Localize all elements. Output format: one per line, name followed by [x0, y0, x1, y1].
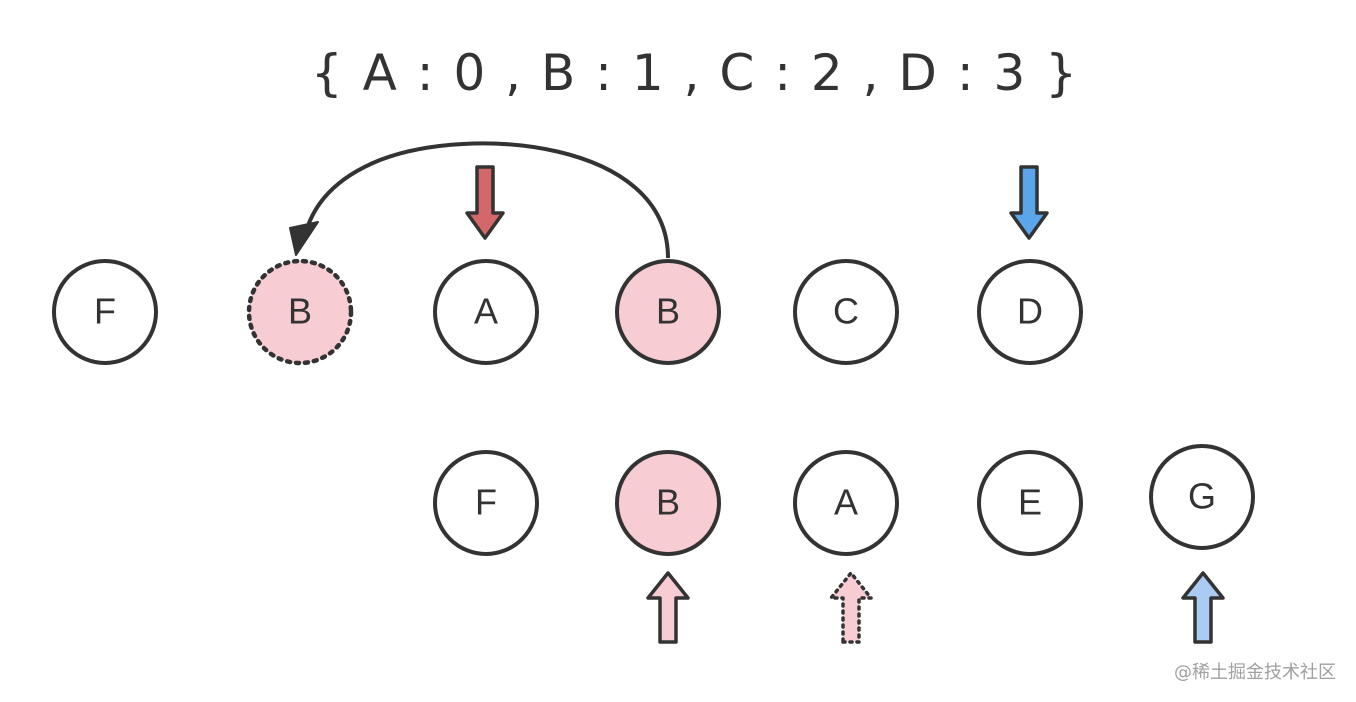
- new-node-a: A: [793, 450, 899, 556]
- old-node-f: F: [52, 259, 158, 365]
- old-node-label: F: [94, 291, 116, 332]
- move-curve-arrow: [302, 141, 670, 259]
- new-end-pointer-arrow: [1181, 571, 1225, 644]
- new-node-label: A: [834, 482, 858, 523]
- move-curve-arrowhead: [289, 221, 319, 256]
- old-node-label: B: [288, 291, 312, 332]
- new-node-b: B: [615, 450, 721, 556]
- watermark-text: @稀土掘金技术社区: [1174, 662, 1336, 683]
- old-node-d: D: [977, 259, 1083, 365]
- new-node-label: B: [656, 482, 680, 523]
- new-start-pointer-arrow: [646, 571, 690, 644]
- new-node-f: F: [433, 450, 539, 556]
- key-index-map: { A : 0 , B : 1 , C : 2 , D : 3 }: [311, 44, 1079, 102]
- old-node-label: A: [474, 291, 498, 332]
- new-node-g: G: [1149, 444, 1255, 550]
- old-node-c: C: [793, 259, 899, 365]
- old-end-pointer-arrow: [1009, 165, 1049, 240]
- new-node-label: E: [1018, 482, 1042, 523]
- old-start-pointer-arrow: [465, 165, 505, 240]
- old-node-label: B: [656, 291, 680, 332]
- new-node-label: F: [475, 482, 497, 523]
- old-node-b-moved: B: [246, 258, 354, 366]
- new-node-label: G: [1188, 476, 1216, 517]
- old-node-a: A: [433, 259, 539, 365]
- old-node-label: D: [1017, 291, 1043, 332]
- old-node-b: B: [615, 259, 721, 365]
- new-node-e: E: [977, 450, 1083, 556]
- old-node-label: C: [833, 291, 859, 332]
- new-moving-pointer-arrow: [829, 571, 873, 644]
